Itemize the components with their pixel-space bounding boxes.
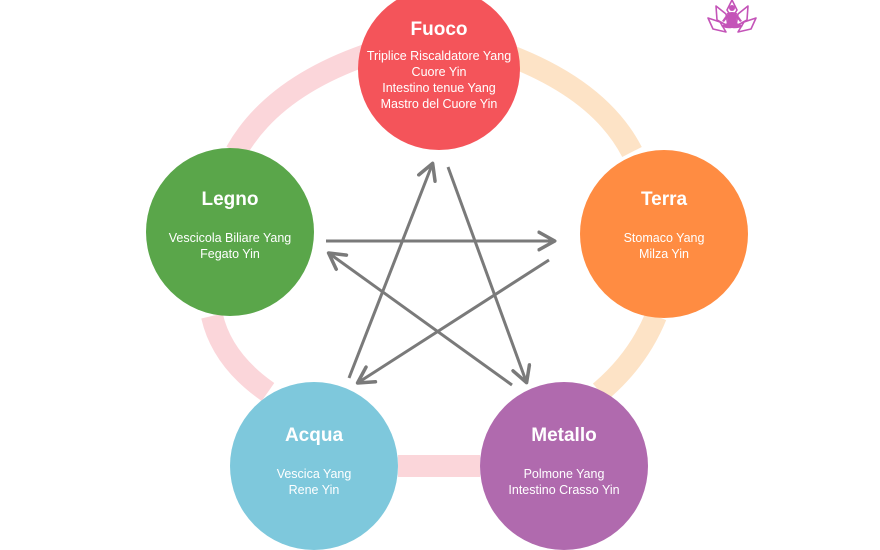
organ-label: Stomaco Yang [623,231,705,245]
element-title: Legno [201,189,259,210]
arrow-fuoco-to-metallo [446,166,532,385]
element-title: Acqua [284,425,344,446]
organ-list: Vescica Yang Rene Yin [277,466,352,498]
organ-label: Vescica Yang [276,467,352,481]
arrow-metallo-to-legno [326,251,513,387]
arrow-terra-to-acqua [355,258,550,385]
organ-label: Fegato Yin [200,247,260,261]
organ-label: Milza Yin [638,247,690,261]
ring-segment-acqua-legno [201,313,275,402]
organ-list: Vescicola Biliare Yang Fegato Yin [169,230,292,262]
element-terra: Terra Stomaco Yang Milza Yin [580,150,748,318]
organ-label: Intestino Crasso Yin [508,483,620,497]
element-acqua: Acqua Vescica Yang Rene Yin [230,382,398,550]
organ-list: Triplice Riscaldatore Yang Cuore Yin Int… [367,48,511,112]
ring-segment-fuoco-terra [504,44,642,158]
organ-list: Stomaco Yang Milza Yin [624,230,705,262]
organ-label: Triplice Riscaldatore Yang [366,49,512,63]
element-metallo: Metallo Polmone Yang Intestino Crasso Yi… [480,382,648,550]
ring-segment-legno-fuoco [226,44,370,158]
meditation-lotus-icon [707,0,757,33]
ring-segment-terra-metallo [592,311,667,401]
element-title: Metallo [531,425,597,446]
organ-label: Polmone Yang [523,467,605,481]
element-fuoco: Fuoco Triplice Riscaldatore Yang Cuore Y… [358,0,520,150]
organ-label: Intestino tenue Yang [382,81,496,95]
element-title: Terra [640,189,688,210]
element-title: Fuoco [410,19,468,40]
organ-label: Rene Yin [288,483,340,497]
element-legno: Legno Vescicola Biliare Yang Fegato Yin [146,148,314,316]
organ-label: Cuore Yin [411,65,467,79]
arrow-acqua-to-fuoco [347,161,437,379]
organ-label: Mastro del Cuore Yin [380,97,498,111]
organ-list: Polmone Yang Intestino Crasso Yin [508,466,619,498]
organ-label: Vescicola Biliare Yang [168,231,292,245]
